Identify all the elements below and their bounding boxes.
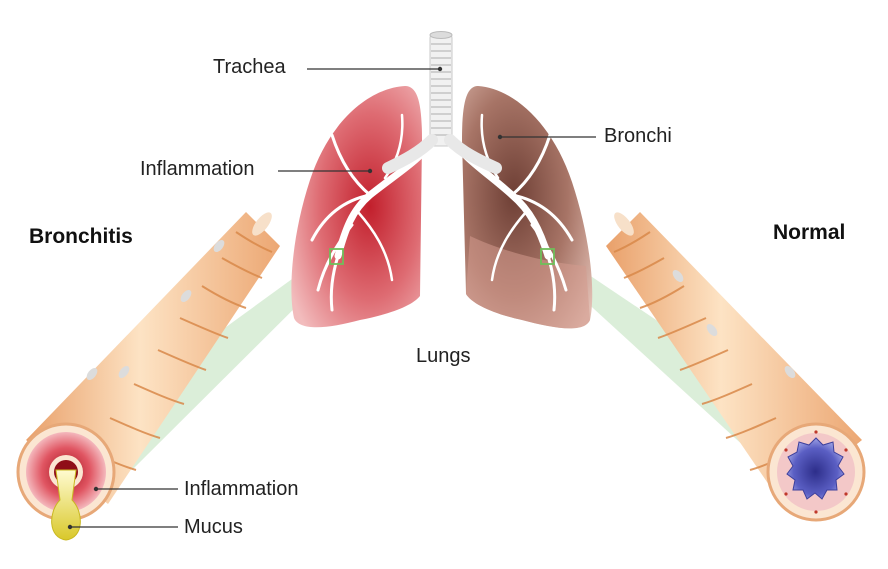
mucus-drop <box>51 469 81 541</box>
leader-lines <box>67 66 596 530</box>
label-trachea: Trachea <box>213 56 286 78</box>
label-lungs: Lungs <box>416 345 471 367</box>
label-bronchi: Bronchi <box>604 125 672 147</box>
title-bronchitis: Bronchitis <box>29 225 133 248</box>
zoom-box-right <box>540 248 555 265</box>
bronchitis-airway <box>16 212 280 541</box>
label-inflammation-tube: Inflammation <box>184 478 299 500</box>
normal-airway <box>606 212 866 522</box>
label-mucus: Mucus <box>184 516 243 538</box>
zoom-box-left <box>329 248 344 265</box>
trachea-tube <box>382 31 502 174</box>
label-inflammation-lung: Inflammation <box>140 158 255 180</box>
title-normal: Normal <box>773 221 846 244</box>
